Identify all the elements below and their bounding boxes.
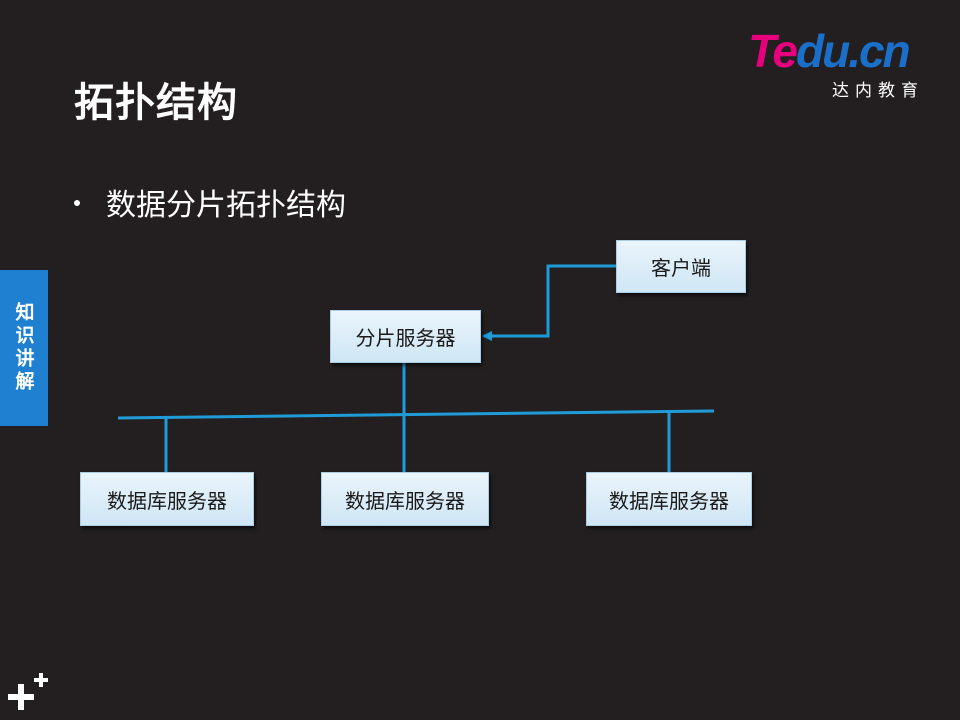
side-tab: 知识讲解 xyxy=(0,270,48,426)
db-server-node-3: 数据库服务器 xyxy=(586,472,752,526)
bus-line xyxy=(117,409,715,420)
bullet-dot-icon xyxy=(74,200,80,206)
tedu-logo: Tedu.cn 达内教育 xyxy=(748,25,938,101)
logo-wordmark: Tedu.cn xyxy=(748,25,911,77)
shard-server-node: 分片服务器 xyxy=(330,310,481,363)
bullet-item: 数据分片拓扑结构 xyxy=(74,180,346,224)
logo-subtitle: 达内教育 xyxy=(832,81,924,101)
db-server-node-1: 数据库服务器 xyxy=(80,472,254,526)
slide-title: 拓扑结构 xyxy=(74,80,238,126)
client-node: 客户端 xyxy=(616,240,746,293)
plus-logo-icon xyxy=(8,673,48,710)
bullet-text: 数据分片拓扑结构 xyxy=(106,188,346,223)
db-server-node-2: 数据库服务器 xyxy=(321,472,489,526)
client-to-shard-connector xyxy=(482,264,616,341)
side-tab-label: 知识讲解 xyxy=(12,302,35,394)
